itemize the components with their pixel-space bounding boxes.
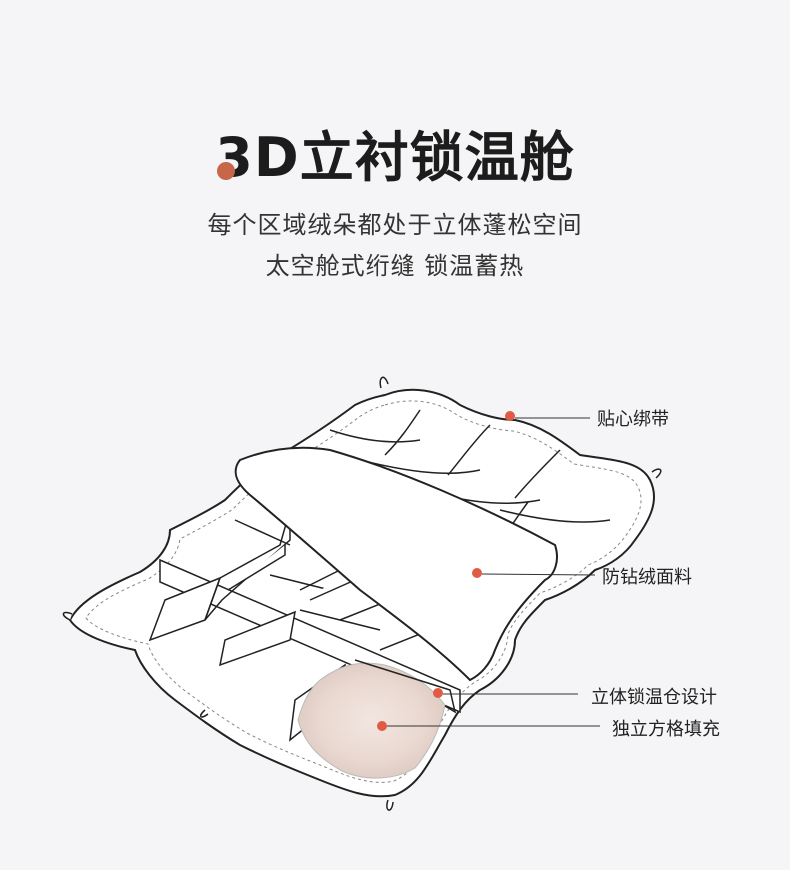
- quilt-outer-edge: [68, 388, 655, 798]
- callout-line-fabric: [481, 573, 596, 576]
- callout-dot-fill: [377, 721, 387, 731]
- callout-label-chamber: 立体锁温仓设计: [591, 687, 717, 708]
- tie-loop-right: [651, 468, 662, 479]
- quilt-illustration: [62, 376, 662, 811]
- fabric-flap: [234, 446, 558, 682]
- title-container: 3D立衬锁温舱: [0, 118, 790, 198]
- subtitle-line-2: 太空舱式绗缝 锁温蓄热: [265, 252, 525, 280]
- callout-markers: [377, 411, 600, 731]
- quilt-diagram: 贴心绑带 防钻绒面料 立体锁温仓设计 独立方格填充: [0, 360, 790, 830]
- tie-loop-left-bottom: [200, 709, 209, 718]
- callout-dot-chamber: [433, 688, 443, 698]
- down-fill-frame: [354, 659, 457, 714]
- page-title: 3D立衬锁温舱: [215, 118, 574, 198]
- callout-label-strap: 贴心绑带: [597, 409, 669, 430]
- callout-label-fill: 独立方格填充: [612, 719, 720, 740]
- subtitle-line-1: 每个区域绒朵都处于立体蓬松空间: [207, 211, 583, 239]
- quilt-stitching: [85, 400, 642, 783]
- callout-dot-strap: [505, 411, 515, 421]
- tie-loop-bottom: [386, 799, 394, 811]
- down-fill-window: [297, 662, 446, 779]
- callout-label-fabric: 防钻绒面料: [602, 567, 692, 588]
- title-accent-dot: [217, 162, 236, 180]
- tie-loop-top: [379, 376, 389, 389]
- page-title-text: 3D立衬锁温舱: [215, 126, 575, 189]
- tie-loop-left: [62, 611, 73, 621]
- callout-dot-fabric: [472, 568, 482, 578]
